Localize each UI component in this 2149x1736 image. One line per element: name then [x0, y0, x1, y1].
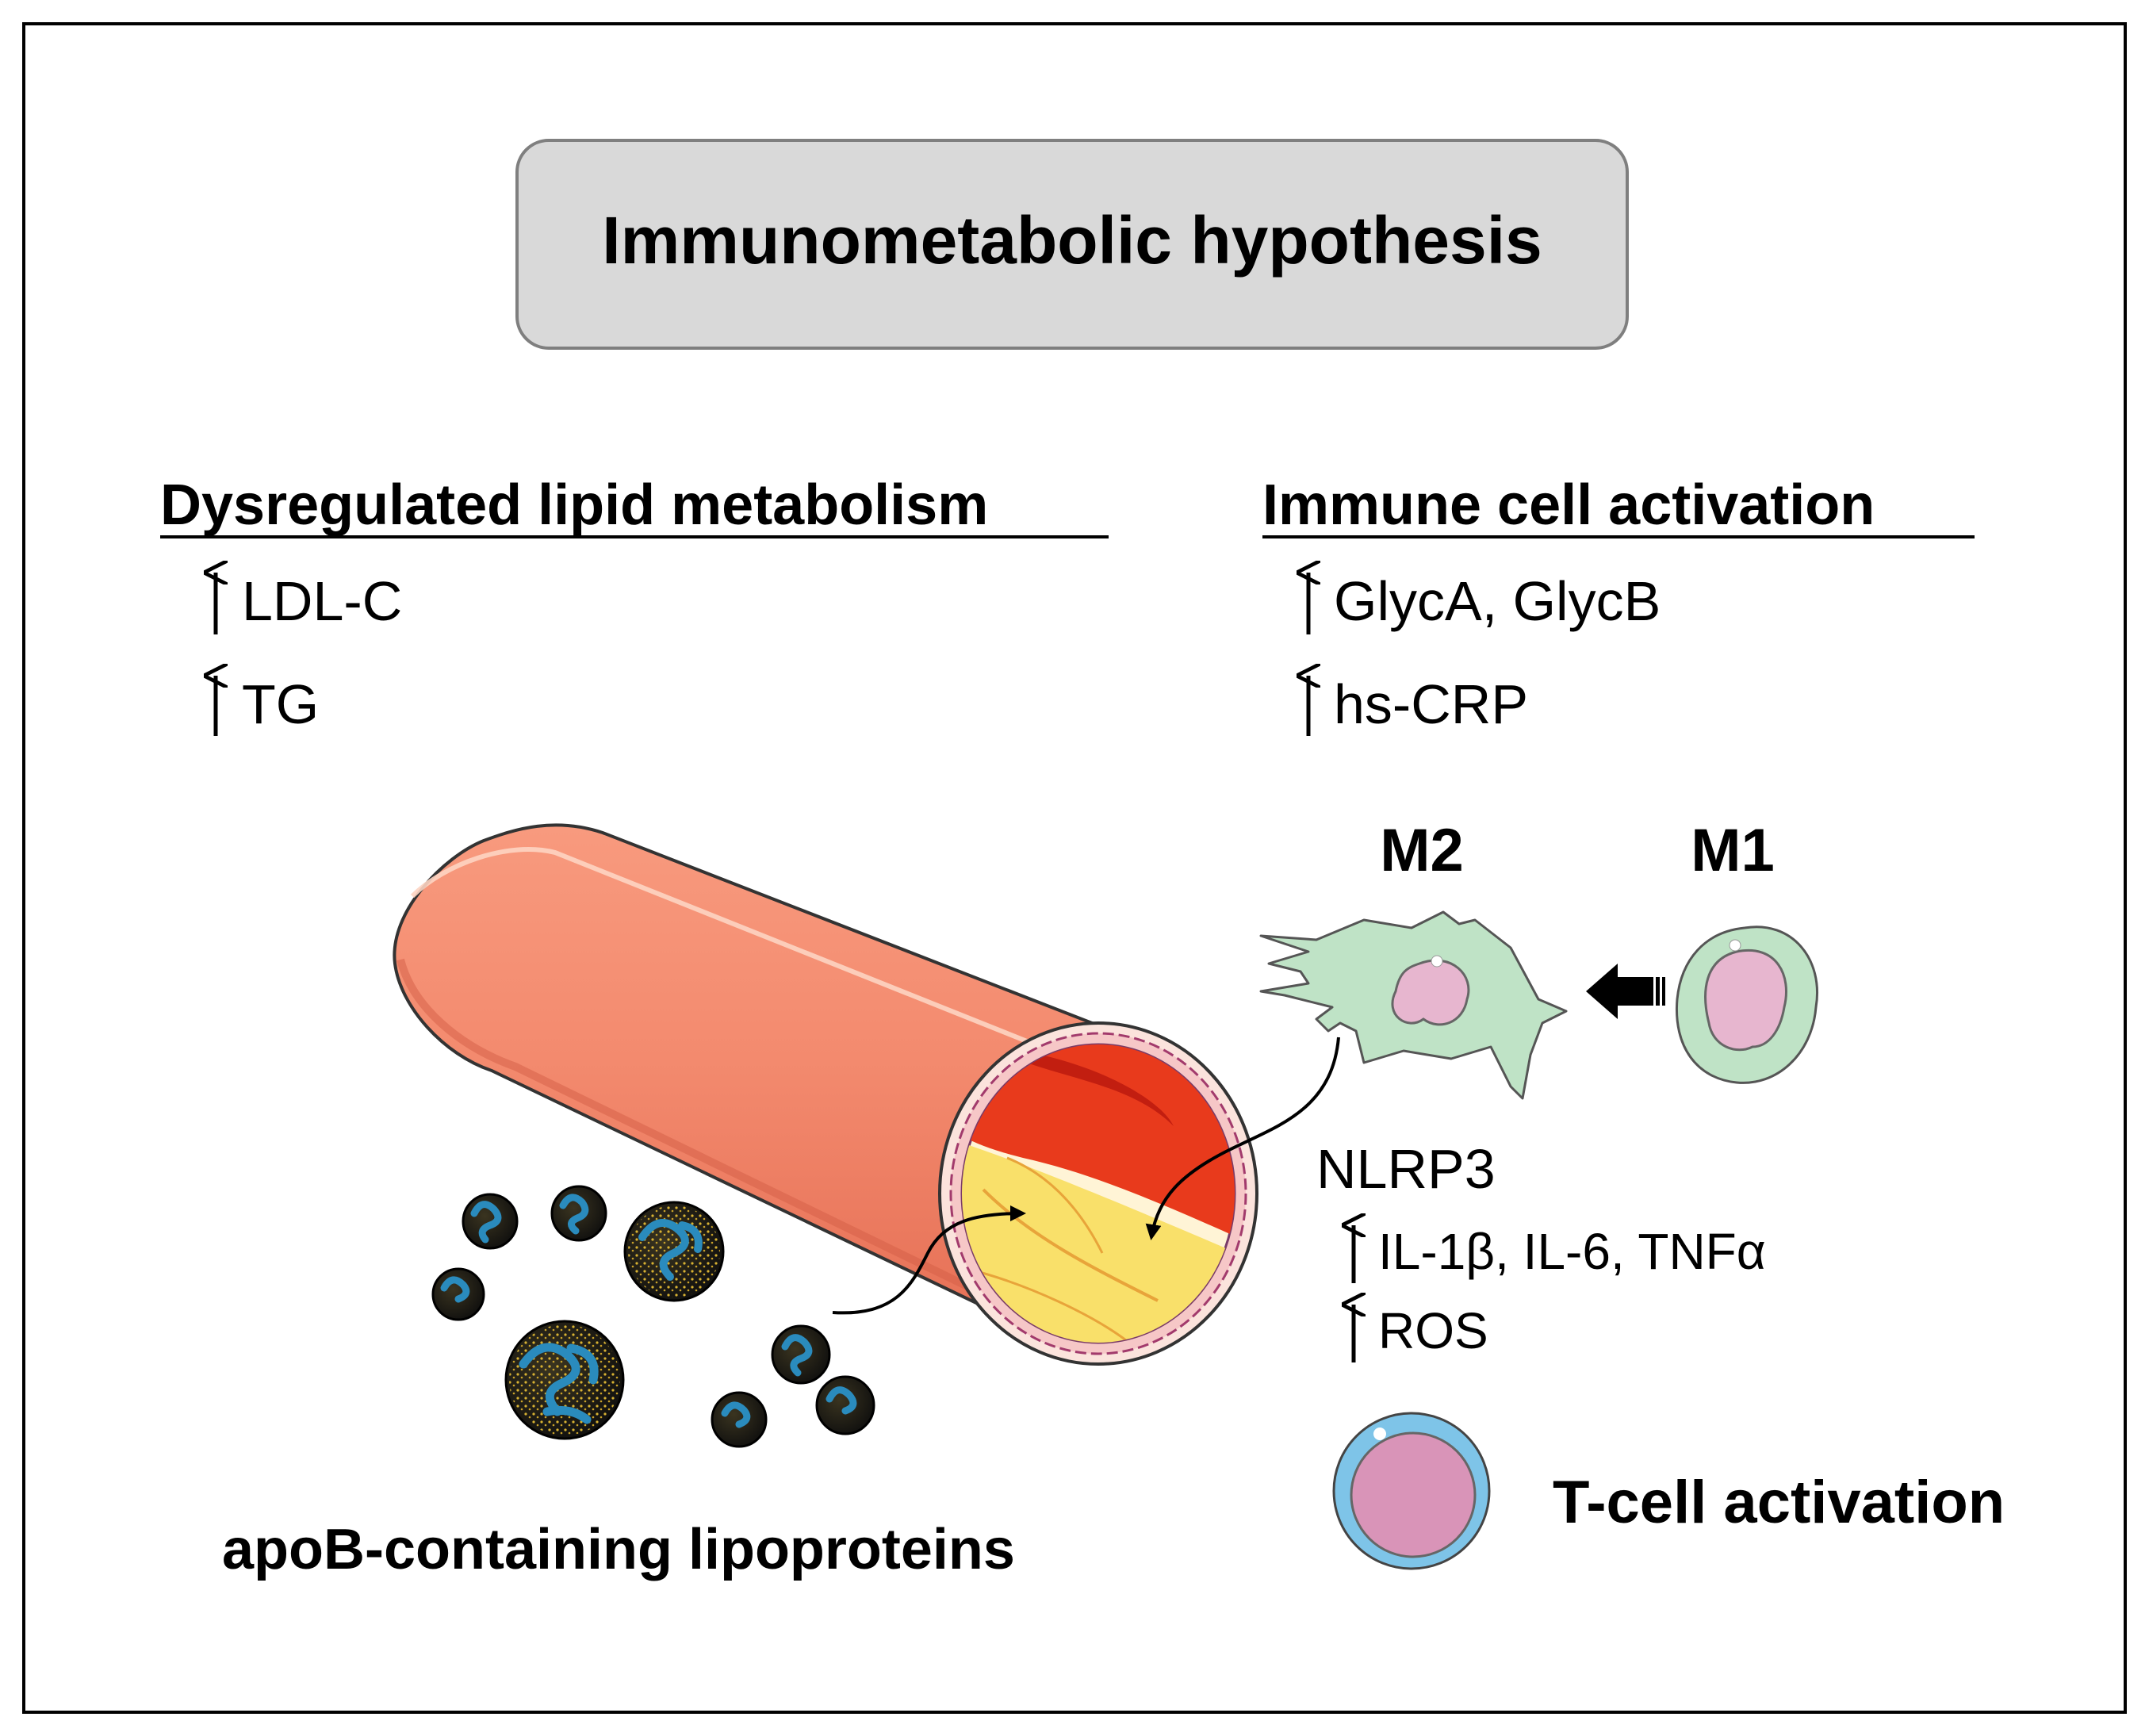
nucleus — [1391, 959, 1470, 1026]
left-arrow-icon — [1586, 964, 1665, 1019]
left-item-tg: TG — [216, 673, 319, 736]
blood-vessel-illustration — [393, 823, 1258, 1366]
lipoprotein-particle — [462, 1193, 519, 1250]
nlrp3-label: NLRP3 — [1316, 1138, 1496, 1200]
lipoprotein-particle — [711, 1391, 768, 1448]
left-item-text: LDL-C — [242, 570, 402, 632]
ros-text: ROS — [1378, 1302, 1488, 1359]
nucleus — [1704, 949, 1787, 1052]
right-item-glyc: GlycA, GlycB — [1308, 570, 1661, 634]
lipoprotein-particle — [771, 1324, 831, 1385]
lipoprotein-particle — [504, 1320, 625, 1440]
t-cell — [1332, 1412, 1491, 1570]
cytokine-item: IL-1β, IL-6, TNFα — [1354, 1223, 1766, 1283]
curved-arrow-icon — [832, 1205, 1026, 1315]
right-heading: Immune cell activation — [1262, 473, 1875, 537]
left-item-ldl: LDL-C — [216, 570, 402, 634]
right-item-text: hs-CRP — [1334, 673, 1528, 735]
m1-label: M1 — [1691, 817, 1775, 884]
curved-arrow-icon — [1145, 1037, 1340, 1240]
title: Immunometabolic hypothesis — [602, 203, 1542, 278]
right-item-text: GlycA, GlycB — [1334, 570, 1661, 632]
lipoprotein-particle — [623, 1201, 725, 1302]
left-heading: Dysregulated lipid metabolism — [160, 473, 988, 537]
lipoprotein-cluster — [431, 1185, 875, 1448]
title-box — [515, 139, 1629, 350]
m2-label: M2 — [1380, 817, 1464, 884]
left-item-text: TG — [242, 673, 319, 735]
right-item-crp: hs-CRP — [1308, 673, 1528, 736]
m1-cell — [1675, 925, 1818, 1084]
m2-macrophage — [1259, 910, 1568, 1100]
lipoprotein-particle — [815, 1375, 875, 1435]
tcell-label: T-cell activation — [1553, 1469, 2005, 1536]
cytokine-text: IL-1β, IL-6, TNFα — [1378, 1223, 1766, 1280]
lipoprotein-label: apoB-containing lipoproteins — [222, 1518, 1015, 1581]
lipoprotein-particle — [550, 1185, 607, 1242]
ros-item: ROS — [1354, 1302, 1488, 1362]
lipoprotein-particle — [431, 1267, 485, 1321]
